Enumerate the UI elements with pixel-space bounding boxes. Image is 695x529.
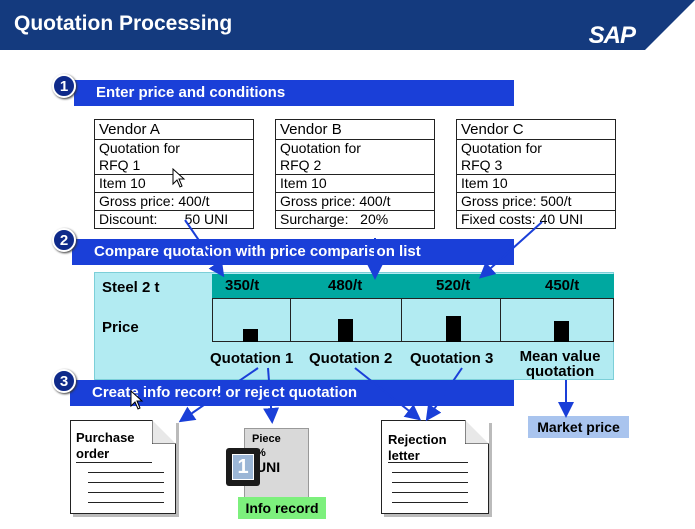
step-1-label: Enter price and conditions: [96, 84, 286, 101]
vendor-condition: Fixed costs: 40 UNI: [461, 211, 584, 227]
info-record-card-text: Piece % UNI: [252, 433, 281, 475]
vendor-name: Vendor C: [457, 120, 615, 140]
mouse-cursor-icon: [130, 390, 144, 410]
quotation-1-label: Quotation 1: [210, 350, 294, 367]
price-heading-4: 450/t: [545, 277, 580, 294]
quotation-3-label: Quotation 3: [410, 350, 494, 367]
market-price-label: Market price: [528, 416, 629, 438]
info-record-icon-number: 1: [232, 454, 254, 480]
vendor-condition: Discount: 50 UNI: [99, 211, 229, 227]
page-fold-icon: [152, 420, 176, 444]
vendor-name: Vendor A: [95, 120, 253, 140]
doc-line: [392, 472, 468, 473]
doc-line: [392, 492, 468, 493]
vendor-item: Item 10: [276, 175, 434, 193]
price-bar-3: [446, 316, 461, 342]
info-record-label: Info record: [238, 497, 326, 519]
price-header-strip: [212, 274, 614, 298]
step-3-number: 3: [52, 369, 76, 393]
vendor-gross-price: Gross price: 400/t: [276, 193, 434, 211]
price-bar-4: [554, 321, 569, 342]
sap-logo: SAP: [588, 22, 636, 49]
page-title: Quotation Processing: [14, 12, 233, 35]
quotation-2-label: Quotation 2: [309, 350, 393, 367]
price-heading-3: 520/t: [436, 277, 471, 294]
price-bar-2: [338, 319, 353, 342]
mouse-cursor-icon: [172, 168, 186, 188]
doc-line: [392, 502, 468, 503]
step-1-bar: Enter price and conditions: [74, 80, 514, 106]
rejection-letter-document: [381, 420, 489, 514]
doc-line: [88, 502, 164, 503]
vendor-condition: Surcharge: 20%: [280, 211, 389, 227]
header-swoosh: [645, 0, 695, 50]
doc-line: [88, 492, 164, 493]
vendor-gross-price: Gross price: 500/t: [457, 193, 615, 211]
material-label: Steel 2 t: [102, 279, 160, 296]
vendor-gross-price: Gross price: 400/t: [95, 193, 253, 211]
step-2-label: Compare quotation with price comparison …: [94, 243, 421, 260]
doc-line: [388, 462, 468, 463]
vendor-item: Item 10: [95, 175, 253, 193]
price-heading-2: 480/t: [328, 277, 363, 294]
step-1-number: 1: [52, 74, 76, 98]
doc-line: [76, 462, 152, 463]
vendor-name: Vendor B: [276, 120, 434, 140]
price-heading-1: 350/t: [225, 277, 260, 294]
price-bar-1: [243, 329, 258, 342]
vendor-item: Item 10: [457, 175, 615, 193]
step-2-number: 2: [52, 228, 76, 252]
doc-line: [88, 472, 164, 473]
page-fold-icon: [465, 420, 489, 444]
step-2-bar: Compare quotation with price comparison …: [72, 239, 514, 265]
info-record-icon: 1: [226, 448, 260, 486]
price-row-label: Price: [102, 319, 139, 336]
doc-line: [88, 482, 164, 483]
doc-line: [392, 482, 468, 483]
purchase-order-document: [70, 420, 176, 514]
header-bar: [0, 0, 695, 50]
